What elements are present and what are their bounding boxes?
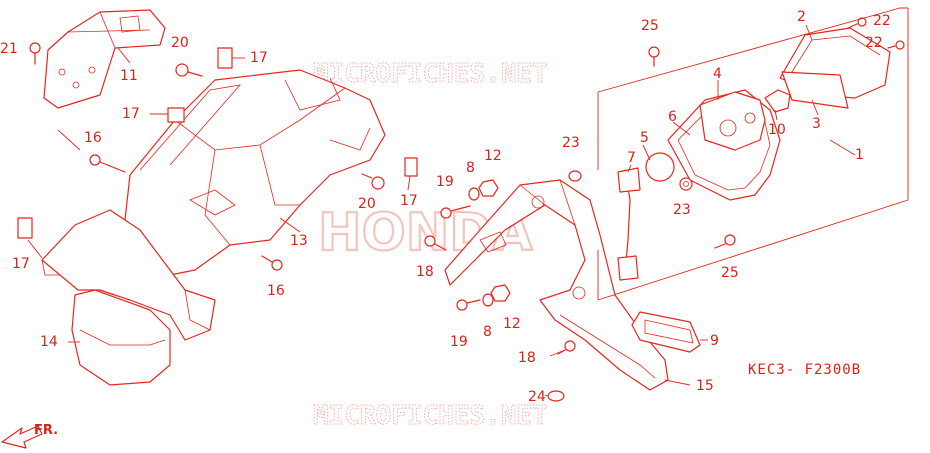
- callout-11: 11: [120, 68, 138, 84]
- callout-23-right: 23: [673, 202, 691, 218]
- taillight-group-bracket: [597, 7, 909, 301]
- callout-24: 24: [528, 389, 546, 405]
- callout-22-lower: 22: [865, 35, 883, 51]
- callout-17-mid: 17: [122, 106, 140, 122]
- front-direction-label: FR.: [34, 423, 58, 438]
- callout-15: 15: [696, 378, 714, 394]
- callout-9: 9: [710, 333, 719, 349]
- callout-12-upper: 12: [484, 148, 502, 164]
- callout-19-upper: 19: [436, 174, 454, 190]
- callout-18-lower: 18: [518, 350, 536, 366]
- watermark-bottom: MICROFICHES.NET: [313, 401, 548, 431]
- watermark-top: MICROFICHES.NET: [313, 59, 548, 89]
- diagram-code: KEC3- F2300B: [748, 362, 861, 378]
- callout-13: 13: [290, 233, 308, 249]
- callout-16-lower: 16: [267, 283, 285, 299]
- bracket-part: [43, 9, 166, 109]
- callout-10: 10: [768, 122, 786, 138]
- undertray-part: [124, 69, 386, 276]
- splash-guard-part: [41, 209, 216, 386]
- callout-12-lower: 12: [503, 316, 521, 332]
- callout-16-upper: 16: [84, 130, 102, 146]
- callout-18-upper: 18: [416, 264, 434, 280]
- callout-8-upper: 8: [466, 160, 475, 176]
- callout-17-left: 17: [12, 256, 30, 272]
- callout-17-top: 17: [250, 50, 268, 66]
- callout-25-upper: 25: [641, 18, 659, 34]
- callout-14: 14: [40, 334, 58, 350]
- callout-1: 1: [855, 147, 864, 163]
- callout-2: 2: [797, 9, 806, 25]
- callout-19-lower: 19: [450, 334, 468, 350]
- callout-25-lower: 25: [721, 265, 739, 281]
- callout-5: 5: [640, 130, 649, 146]
- callout-20-lower: 20: [358, 196, 376, 212]
- leader-lines: [27, 24, 856, 397]
- callout-7: 7: [627, 150, 636, 166]
- callout-23-left: 23: [562, 135, 580, 151]
- callout-17-right: 17: [400, 193, 418, 209]
- callout-20-upper: 20: [171, 35, 189, 51]
- front-direction-arrow: FR.: [1, 423, 58, 449]
- taillight-part: [645, 27, 891, 201]
- rear-fender-part: [444, 179, 669, 391]
- callout-22-upper: 22: [873, 13, 891, 29]
- callout-3: 3: [812, 116, 821, 132]
- hardware-parts: [17, 17, 905, 402]
- reflector-part: [631, 311, 701, 353]
- callout-6: 6: [668, 109, 677, 125]
- callout-8-lower: 8: [483, 324, 492, 340]
- callout-4: 4: [713, 66, 722, 82]
- callouts: 1 2 3 4 5 6 7 8 8 9 10 11 12 12 13 14 15…: [0, 9, 891, 405]
- callout-21: 21: [0, 41, 18, 57]
- wiring-harness-part: [617, 167, 641, 281]
